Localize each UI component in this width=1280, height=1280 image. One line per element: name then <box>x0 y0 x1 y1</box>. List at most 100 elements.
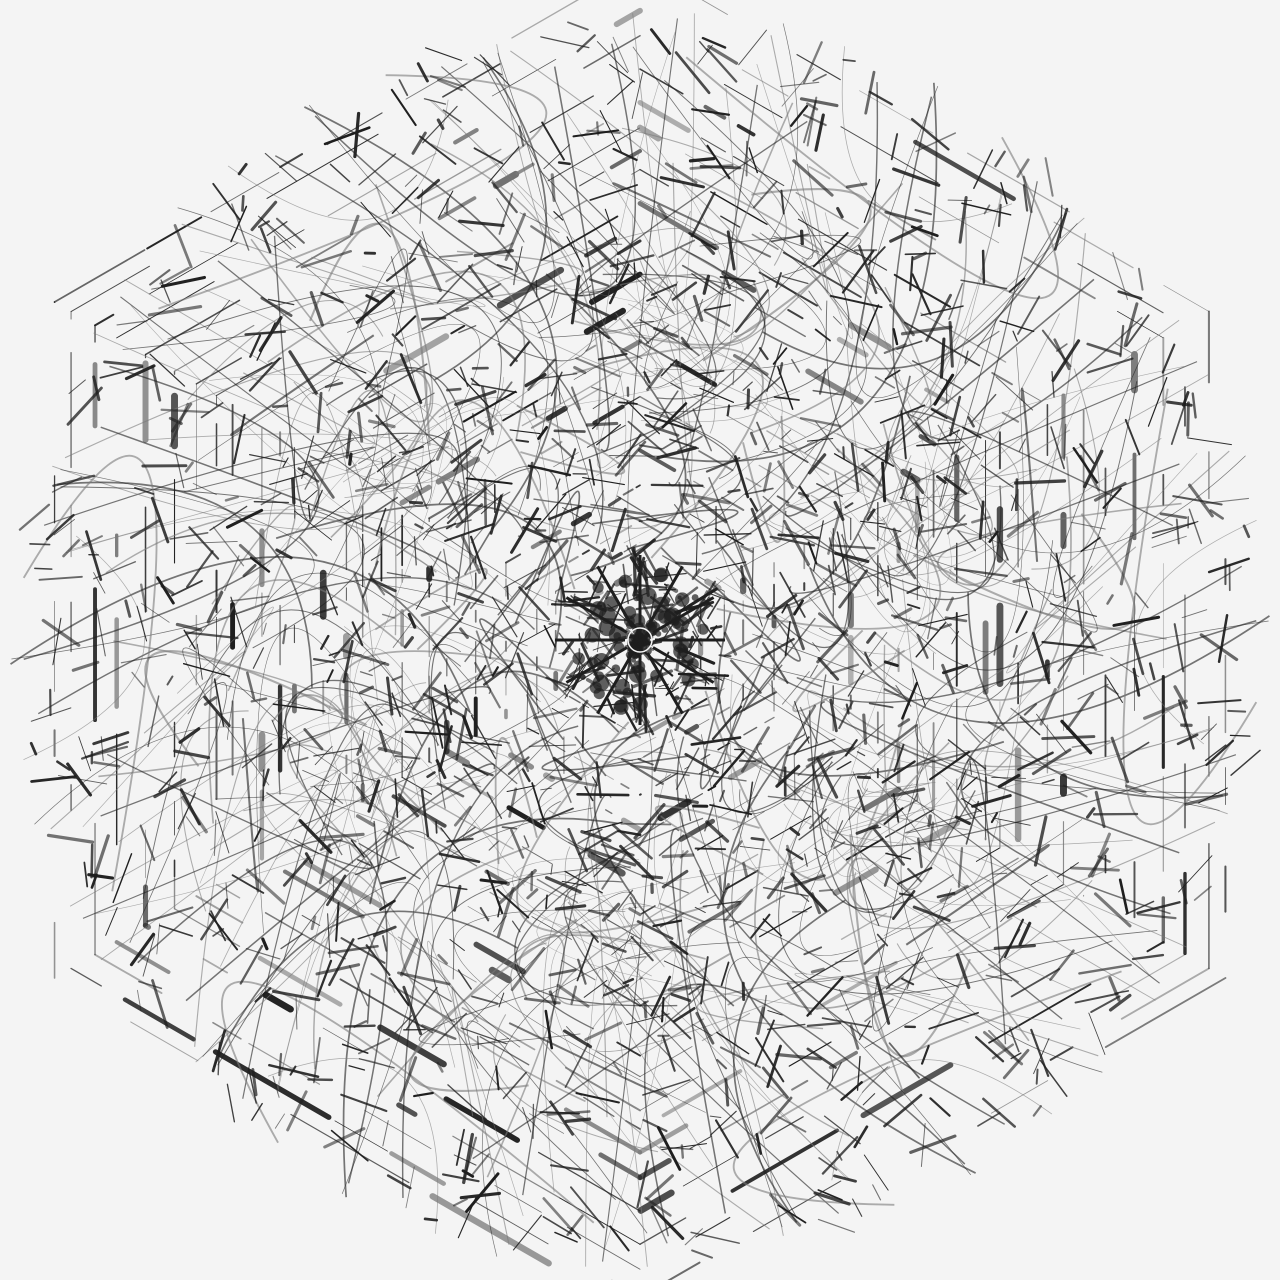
cluster-stroke <box>442 1173 480 1183</box>
cluster-stroke <box>702 274 711 295</box>
cluster-stroke <box>691 108 731 116</box>
cluster-stroke <box>701 36 727 49</box>
cluster-stroke <box>620 758 664 785</box>
cluster-stroke <box>626 545 651 590</box>
curve-stroke <box>861 662 1014 793</box>
cluster-stroke <box>674 709 690 731</box>
cluster-stroke <box>510 828 525 859</box>
curve-stroke <box>510 50 770 338</box>
cluster-stroke <box>780 189 785 215</box>
cluster-stroke <box>134 486 155 495</box>
curve-stroke <box>849 834 971 1058</box>
cluster-stroke <box>1033 815 1048 867</box>
cluster-stroke <box>929 1097 951 1117</box>
cluster-stroke <box>548 968 577 977</box>
curve-stroke <box>725 957 972 1228</box>
ring-segment <box>625 1120 641 1130</box>
cluster-stroke <box>210 910 227 942</box>
ring-segment <box>864 995 955 1049</box>
ring-segment <box>583 34 641 69</box>
cluster-stroke <box>556 983 590 1008</box>
cluster-stroke <box>260 492 282 506</box>
cluster-stroke <box>967 416 975 428</box>
ring-segment <box>681 264 745 302</box>
curve-stroke <box>882 346 1024 653</box>
ring-segment <box>574 570 592 581</box>
cluster-stroke <box>422 524 435 541</box>
cluster-stroke <box>576 34 596 53</box>
curve-stroke <box>413 807 594 1048</box>
cluster-stroke <box>699 869 709 894</box>
curve-stroke <box>981 494 1098 633</box>
cluster-stroke <box>496 887 515 938</box>
cluster-stroke <box>459 627 469 639</box>
cluster-stroke <box>1090 995 1121 1013</box>
curve-stroke <box>243 372 576 532</box>
cluster-stroke <box>446 487 488 525</box>
cluster-stroke <box>443 548 450 581</box>
cluster-stroke <box>876 933 889 947</box>
cluster-stroke <box>637 758 654 766</box>
ring-segment <box>611 551 623 560</box>
cluster-stroke <box>585 421 619 427</box>
curve-stroke <box>68 446 450 551</box>
curve-stroke <box>431 99 713 378</box>
cluster-stroke <box>561 880 587 887</box>
cluster-stroke <box>651 676 658 717</box>
cluster-stroke <box>1022 184 1029 212</box>
curve-stroke <box>226 572 472 740</box>
ring-segment <box>536 878 578 904</box>
cluster-stroke <box>998 928 1021 964</box>
cluster-stroke <box>391 675 403 682</box>
curve-stroke <box>276 708 378 1091</box>
cluster-stroke <box>821 1017 873 1028</box>
cluster-stroke <box>435 820 438 834</box>
cluster-stroke <box>116 320 148 326</box>
cluster-stroke <box>1060 719 1093 755</box>
ring-segment <box>639 905 656 916</box>
cluster-stroke <box>695 531 698 575</box>
cluster-stroke <box>690 1231 740 1244</box>
cluster-stroke <box>836 206 844 219</box>
cluster-stroke <box>477 1035 479 1050</box>
cluster-stroke <box>570 386 582 411</box>
ring-segment <box>302 859 383 908</box>
cluster-stroke <box>390 256 404 304</box>
cluster-stroke <box>796 677 823 688</box>
cluster-stroke <box>354 482 389 493</box>
ring-segment <box>596 1051 641 1078</box>
ring-segment <box>638 448 677 473</box>
cluster-stroke <box>1018 921 1032 947</box>
cluster-stroke <box>320 291 344 304</box>
cluster-stroke <box>267 298 295 306</box>
ring-segment <box>94 313 115 327</box>
ring-segment <box>741 69 789 97</box>
cluster-stroke <box>978 500 985 540</box>
cluster-stroke <box>272 703 326 712</box>
cluster-stroke <box>583 979 608 998</box>
cluster-stroke <box>353 111 361 159</box>
cluster-stroke <box>906 952 921 990</box>
cluster-stroke <box>423 1217 439 1222</box>
cluster-stroke <box>239 944 264 985</box>
cluster-stroke <box>891 787 926 798</box>
cluster-stroke <box>1008 1027 1020 1053</box>
ring-segment <box>670 382 682 390</box>
cluster-stroke <box>684 694 694 705</box>
cluster-stroke <box>818 1157 838 1171</box>
curve-stroke <box>904 787 1097 834</box>
cluster-stroke <box>436 79 463 92</box>
cluster-stroke <box>1172 495 1223 506</box>
cluster-stroke <box>177 792 196 830</box>
cluster-stroke <box>136 989 142 1012</box>
cluster-stroke <box>179 788 201 826</box>
cluster-stroke <box>365 294 380 303</box>
ring-segment <box>795 192 859 230</box>
cluster-stroke <box>853 1125 869 1149</box>
cluster-stroke <box>948 427 981 460</box>
cluster-stroke <box>429 75 466 89</box>
cluster-stroke <box>662 1035 676 1072</box>
cluster-stroke <box>521 768 531 783</box>
cluster-stroke <box>403 636 414 649</box>
curve-stroke <box>1020 387 1039 562</box>
